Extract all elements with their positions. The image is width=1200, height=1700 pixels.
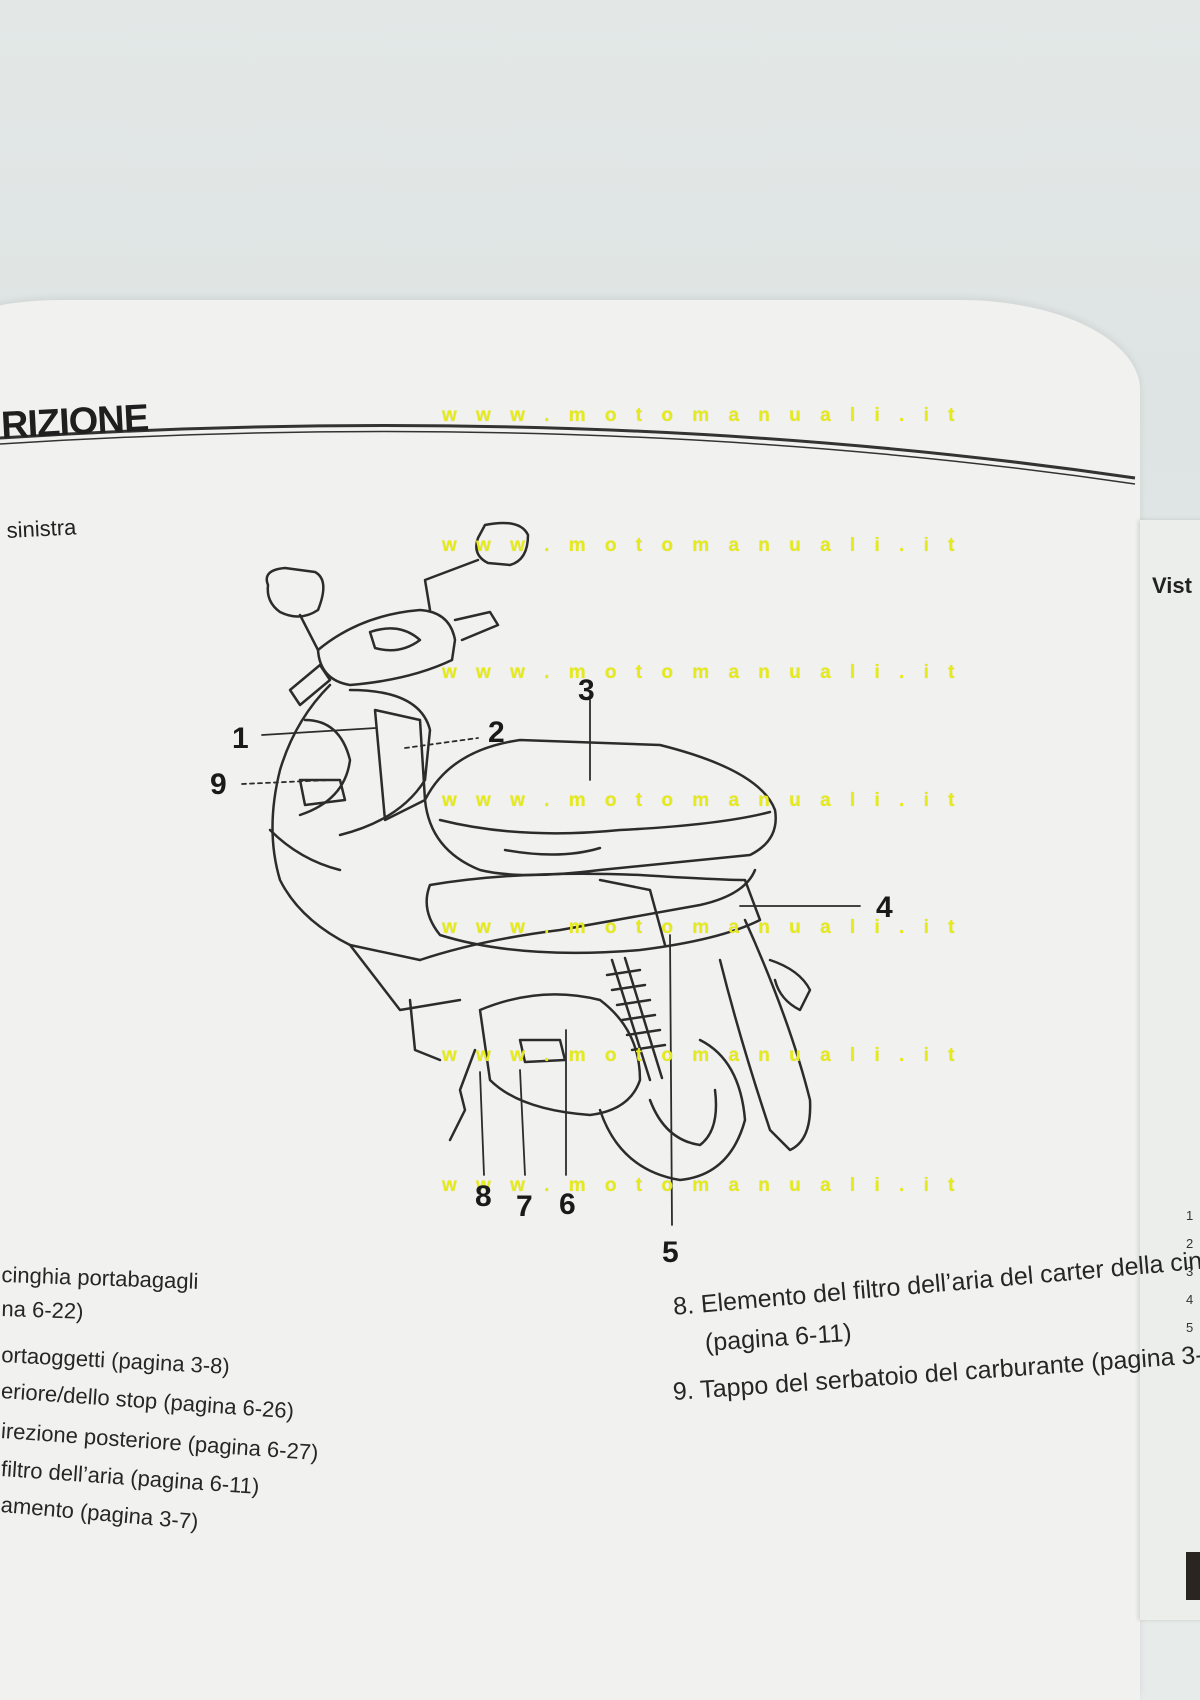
scooter-illustration: [241, 521, 861, 1226]
facing-page-label: Vist: [1152, 573, 1192, 598]
facing-page-number: 5: [1186, 1320, 1194, 1335]
callout-8: 8: [475, 1180, 492, 1213]
facing-page-number: 1: [1186, 1208, 1194, 1223]
callout-4: 4: [876, 891, 893, 924]
legend-left-line: na 6-22): [1, 1296, 84, 1324]
callout-5: 5: [662, 1236, 679, 1269]
facing-page-edge: [1140, 520, 1200, 1620]
facing-page-number: 4: [1186, 1292, 1194, 1307]
facing-page-number: 2: [1186, 1236, 1194, 1251]
watermark-text: w w w . m o t o m a n u a l i . i t: [442, 662, 962, 683]
header-rule: [0, 424, 1136, 485]
watermark-text: w w w . m o t o m a n u a l i . i t: [442, 1045, 962, 1066]
callout-7: 7: [516, 1190, 533, 1223]
callout-6: 6: [559, 1188, 576, 1221]
manual-page: [0, 300, 1140, 1700]
page-corner-shadow: [1186, 1552, 1200, 1600]
facing-page-number: 3: [1186, 1264, 1194, 1279]
callout-9: 9: [210, 768, 227, 801]
watermark-text: w w w . m o t o m a n u a l i . i t: [442, 790, 962, 811]
watermark-text: w w w . m o t o m a n u a l i . i t: [442, 405, 962, 426]
watermark-text: w w w . m o t o m a n u a l i . i t: [442, 917, 962, 938]
watermark-text: w w w . m o t o m a n u a l i . i t: [442, 535, 962, 556]
watermark-text: w w w . m o t o m a n u a l i . i t: [442, 1175, 962, 1196]
callout-1: 1: [232, 722, 249, 755]
callout-2: 2: [488, 716, 505, 749]
callout-3: 3: [578, 674, 595, 707]
